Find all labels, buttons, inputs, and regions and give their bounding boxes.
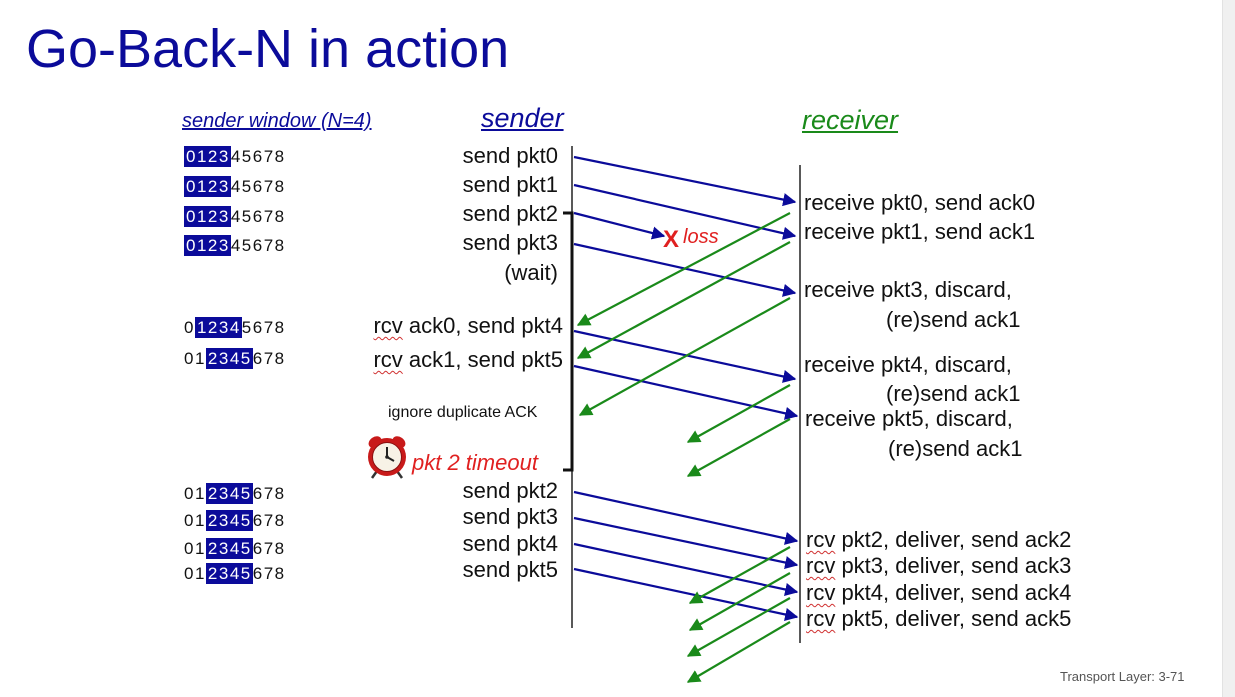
page-title: Go-Back-N in action [26, 19, 510, 79]
receiver-deliver-pkt4: rcv pkt4, deliver, send ack4 [806, 580, 1072, 605]
sender-send-pkt1: send pkt1 [462, 172, 558, 197]
sender-rcv-ack0: rcv ack0, send pkt4 [373, 313, 563, 338]
arrow-ack1-dup-2 [686, 384, 791, 443]
receiver-deliver-pkt2: rcv pkt2, deliver, send ack2 [806, 527, 1072, 552]
arrow-pkt4 [573, 329, 797, 383]
arrow-ack3 [688, 572, 791, 631]
arrow-ack2 [688, 546, 791, 604]
arrow-pkt1 [573, 183, 797, 240]
arrow-pkt2-lost [573, 211, 666, 240]
arrow-ack1-dup-3 [686, 418, 791, 477]
slide-footer: Transport Layer: 3-71 [1060, 669, 1185, 684]
sender-send-pkt3: send pkt3 [462, 230, 558, 255]
receiver-pkt3: receive pkt3, discard, [804, 277, 1012, 302]
receiver-pkt4: receive pkt4, discard, [804, 352, 1012, 377]
receiver-header: receiver [802, 105, 899, 135]
arrow-ack0 [576, 212, 791, 326]
window-row: 012345678 [184, 235, 286, 256]
window-row: 012345678 [184, 206, 286, 227]
receiver-deliver-pkt5: rcv pkt5, deliver, send ack5 [806, 606, 1072, 631]
receiver-pkt0: receive pkt0, send ack0 [804, 190, 1036, 215]
timeout-bracket [563, 211, 574, 472]
receiver-pkt5: receive pkt5, discard, [805, 406, 1013, 431]
arrow-resend-pkt4 [573, 542, 799, 596]
arrow-resend-pkt3 [573, 516, 799, 570]
sender-wait: (wait) [504, 260, 558, 285]
alarm-clock-icon [368, 436, 406, 479]
arrow-resend-pkt2 [573, 490, 799, 545]
sender-send-pkt0: send pkt0 [462, 143, 558, 168]
sender-send-pkt2: send pkt2 [462, 201, 558, 226]
arrow-ack5 [686, 621, 791, 683]
receiver-deliver-pkt3: rcv pkt3, deliver, send ack3 [806, 553, 1072, 578]
sender-resend-pkt3: send pkt3 [462, 504, 558, 529]
sender-resend-pkt5: send pkt5 [462, 557, 558, 582]
sender-resend-pkt2: send pkt2 [462, 478, 558, 503]
sender-rcv-ack1: rcv ack1, send pkt5 [373, 347, 563, 372]
window-row: 012345678 [184, 176, 286, 197]
arrow-ack1 [576, 241, 791, 359]
sender-header: sender [481, 103, 564, 133]
loss-label: loss [683, 226, 719, 248]
timeout-label: pkt 2 timeout [412, 450, 538, 475]
sender-resend-pkt4: send pkt4 [462, 531, 558, 556]
arrow-ack1-dup-1 [578, 297, 791, 416]
arrow-resend-pkt5 [573, 567, 799, 621]
arrow-pkt0 [573, 155, 797, 207]
receiver-pkt1: receive pkt1, send ack1 [804, 219, 1036, 244]
scrollbar[interactable] [1222, 0, 1235, 697]
arrow-ack4 [686, 597, 791, 657]
receiver-pkt3-resend: (re)send ack1 [886, 307, 1021, 332]
ignore-duplicate-ack-label: ignore duplicate ACK [388, 404, 538, 421]
loss-x-icon: X [663, 226, 679, 253]
arrow-pkt5 [573, 364, 799, 420]
sender-window-header: sender window (N=4) [182, 110, 372, 132]
window-row: 012345678 [184, 146, 286, 167]
receiver-pkt5-resend: (re)send ack1 [888, 436, 1023, 461]
receiver-pkt4-resend: (re)send ack1 [886, 381, 1021, 406]
